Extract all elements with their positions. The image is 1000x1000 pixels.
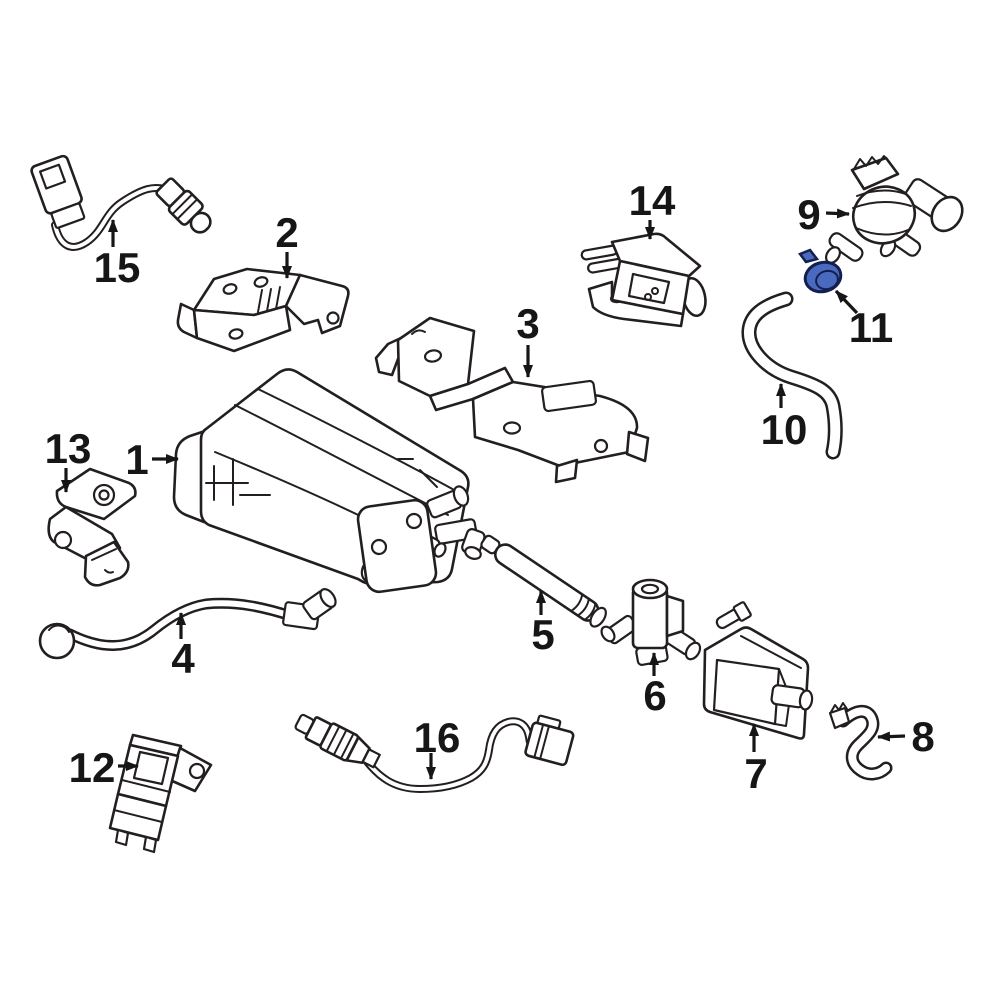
part-11-clamp-highlighted [798, 248, 843, 294]
part-1-canister [172, 368, 486, 594]
part-3-bracket [374, 316, 650, 484]
callout-arrow-8 [877, 731, 906, 742]
part-14-valve-assembly [580, 232, 707, 328]
callout-label-1: 1 [125, 436, 148, 483]
part-12-sensor [108, 733, 213, 854]
callout-label-4: 4 [171, 635, 195, 682]
callout-label-13: 13 [45, 425, 92, 472]
part-8-hose [828, 702, 893, 781]
callout-label-12: 12 [69, 744, 116, 791]
part-6-valve [600, 578, 702, 666]
callout-label-3: 3 [516, 300, 539, 347]
part-9-purge-valve [824, 155, 964, 264]
part-13-sensor [47, 467, 137, 587]
part-15-oxygen-sensor [30, 154, 212, 251]
part-2-bracket [176, 267, 350, 353]
callout-label-10: 10 [761, 406, 808, 453]
callout-label-14: 14 [629, 177, 676, 224]
callout-label-6: 6 [643, 672, 666, 719]
callout-label-8: 8 [911, 713, 934, 760]
callout-arrow-9 [825, 208, 850, 219]
callout-arrow-11 [834, 289, 859, 315]
callout-label-5: 5 [531, 611, 554, 658]
callout-label-15: 15 [94, 244, 141, 291]
callout-label-9: 9 [797, 191, 820, 238]
callout-labels: 1 2 3 4 5 6 7 8 9 10 11 12 13 14 15 16 [45, 177, 935, 797]
part-7-filter [702, 601, 814, 740]
callout-label-16: 16 [414, 714, 461, 761]
part-10-hose [741, 291, 843, 460]
callout-arrows [61, 208, 906, 780]
part-16-oxygen-sensor [294, 713, 575, 794]
callout-label-11: 11 [849, 304, 893, 351]
callout-label-2: 2 [275, 209, 298, 256]
callout-label-7: 7 [744, 750, 767, 797]
